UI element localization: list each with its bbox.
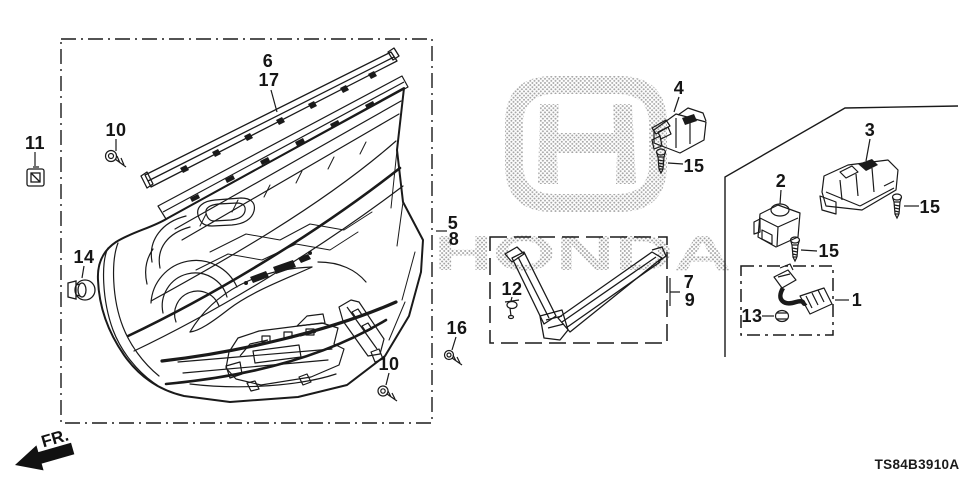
- main-boundary-box: [60, 38, 433, 424]
- callout-part-14: 14: [73, 247, 95, 267]
- callout-part-7: 7: [683, 272, 695, 292]
- callout-part-15-a: 15: [683, 156, 705, 176]
- door-panel-drawing: [96, 87, 424, 403]
- armrest-boundary-box: [489, 236, 668, 344]
- screw-10-lower-drawing: [377, 385, 398, 402]
- clip-13-drawing: [774, 309, 790, 323]
- callout-part-9: 9: [684, 290, 696, 310]
- screw-15-b-drawing: [789, 236, 801, 263]
- callout-part-10-upper: 10: [105, 120, 127, 140]
- diagram-code: TS84B3910A: [874, 457, 960, 472]
- callout-part-12: 12: [501, 279, 523, 299]
- callout-part-4: 4: [673, 78, 685, 98]
- door-rail-drawing: [157, 75, 409, 220]
- fr-direction-arrow: FR.: [15, 426, 75, 471]
- screw-15-a-drawing: [655, 148, 667, 175]
- callout-part-15-c: 15: [818, 241, 840, 261]
- watermark-text: HONDA: [434, 227, 732, 281]
- screw-10-upper-drawing: [104, 149, 127, 168]
- region-divider-line: [724, 105, 959, 357]
- callout-part-6: 6: [262, 51, 274, 71]
- clip-14-drawing: [67, 279, 96, 301]
- pocket-bracket-drawing: [225, 313, 345, 392]
- callout-part-8: 8: [448, 229, 460, 249]
- callout-part-2: 2: [775, 171, 787, 191]
- screw-16-drawing: [443, 349, 463, 366]
- switch-4-drawing: [651, 107, 707, 154]
- callout-part-3: 3: [864, 120, 876, 140]
- mirror-switch-2-drawing: [753, 203, 801, 248]
- clip-12-drawing: [504, 299, 520, 320]
- trim-strip-drawing: [338, 299, 385, 363]
- honda-text-watermark: HONDA: [434, 227, 732, 281]
- callout-part-11: 11: [24, 133, 46, 153]
- callout-part-10-lower: 10: [378, 354, 400, 374]
- callout-part-1: 1: [851, 290, 863, 310]
- screw-15-c-drawing: [891, 193, 903, 220]
- callout-part-5: 5: [447, 213, 459, 233]
- leader-lines: [34, 89, 919, 386]
- armrest-drawing: [504, 246, 667, 341]
- callout-part-13: 13: [741, 306, 763, 326]
- callout-part-15-b: 15: [919, 197, 941, 217]
- honda-logo-watermark: [505, 76, 667, 212]
- harness-1-drawing: [773, 263, 833, 315]
- harness-boundary-box: [740, 265, 834, 336]
- belt-molding-drawing: [140, 47, 400, 189]
- callout-part-16: 16: [446, 318, 468, 338]
- callout-part-17: 17: [258, 70, 280, 90]
- grommet-11-drawing: [26, 166, 45, 187]
- window-switch-3-drawing: [819, 159, 899, 215]
